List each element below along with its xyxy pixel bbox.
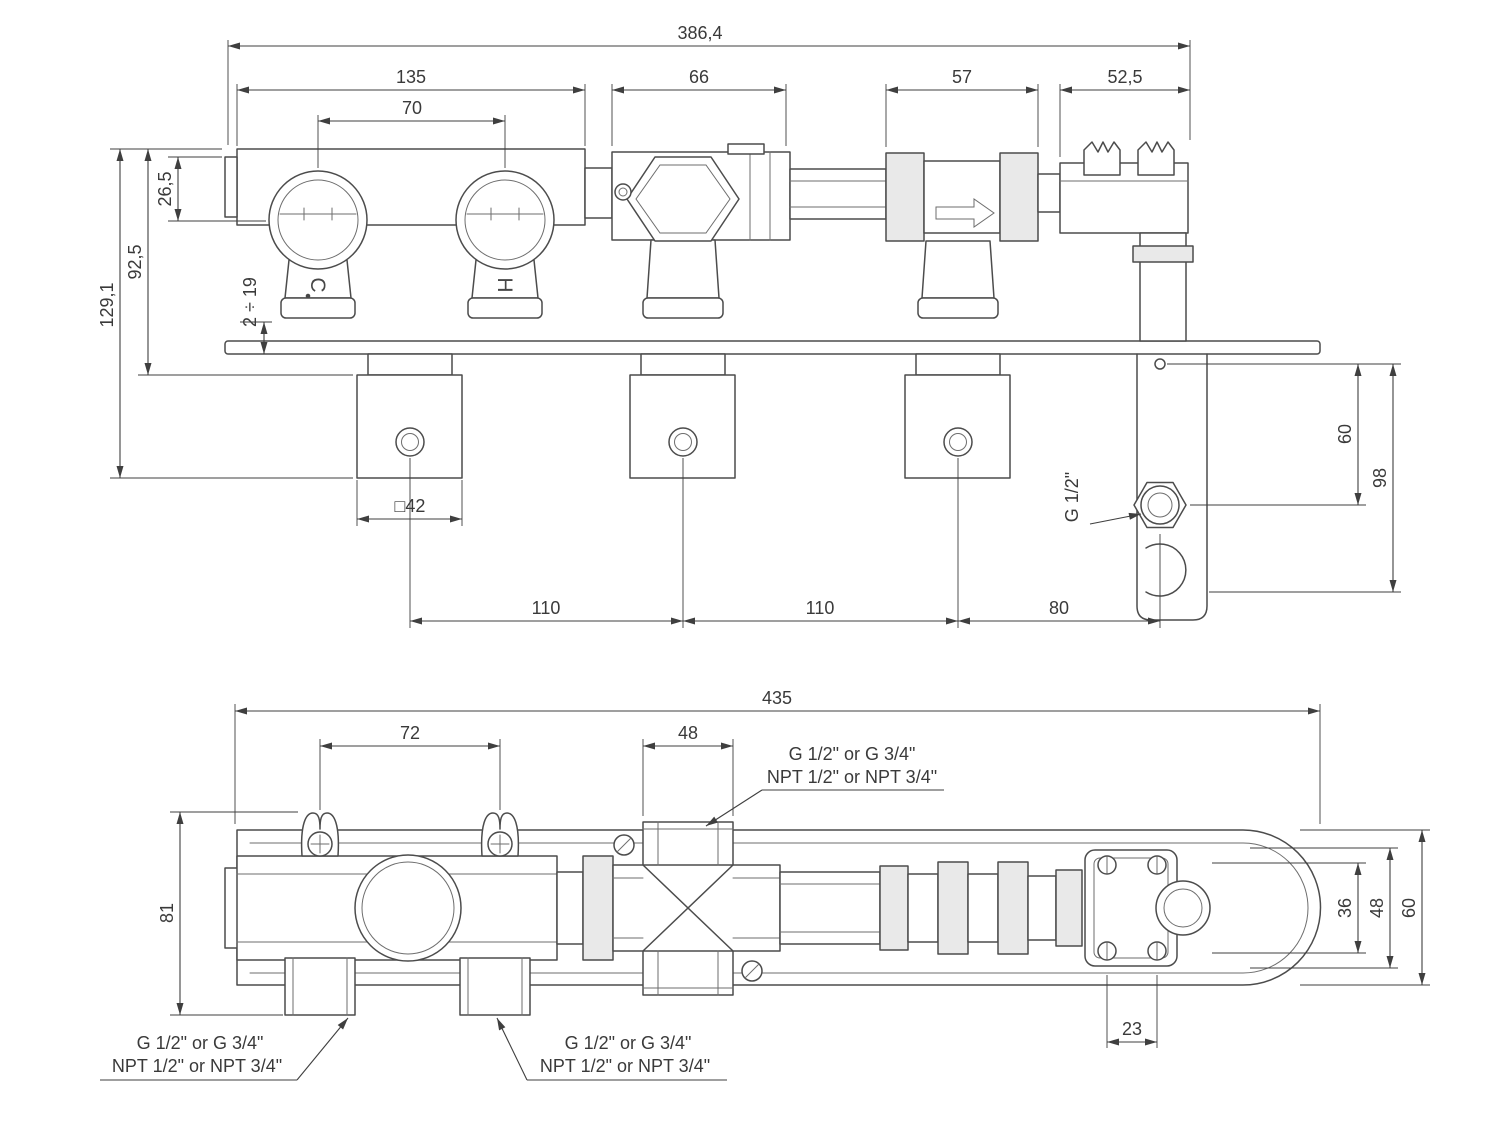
dim-label: 135 — [396, 67, 426, 87]
flush-box-2 — [629, 353, 736, 479]
dim-label: □42 — [395, 496, 426, 516]
thermostatic-cartridge — [584, 143, 791, 319]
dim-right-mid: 48 — [1367, 848, 1394, 968]
dim-screw-pitch: 72 — [320, 723, 500, 750]
thread-callout-inlet-1: G 1/2" or G 3/4" NPT 1/2" or NPT 3/4" — [100, 1017, 349, 1081]
hot-indicator-icon: H — [493, 277, 516, 292]
dim-label: 110 — [532, 598, 561, 618]
top-view-dimensions: 386,4 135 70 66 57 52,5 — [97, 23, 1401, 628]
dim-label: 48 — [1367, 898, 1387, 918]
dim-handle-spacing: 70 — [318, 98, 505, 125]
dim-body-height: 81 — [157, 812, 184, 1015]
dim-holder-drop: 98 — [1370, 364, 1397, 592]
connection-pipe — [789, 168, 887, 220]
flush-box-1 — [356, 353, 463, 479]
dim-right-outer: 60 — [1399, 830, 1426, 985]
dim-overall-width-front: 435 — [235, 688, 1320, 715]
flush-box-3 — [904, 353, 1011, 479]
inlet-port-2 — [459, 957, 531, 1016]
dim-port-width: 48 — [643, 723, 733, 750]
castellated-nut-1 — [1083, 141, 1121, 176]
diverter-cross — [556, 821, 781, 996]
bottom-view-dimensions: 435 72 48 81 36 48 — [100, 688, 1430, 1081]
dim-label: 60 — [1335, 424, 1355, 444]
thread-callout-diverter: G 1/2" or G 3/4" NPT 1/2" or NPT 3/4" — [705, 744, 944, 827]
handle-cold — [268, 170, 368, 270]
dim-label: 129,1 — [97, 282, 117, 327]
cold-indicator-icon: C — [306, 277, 329, 292]
dim-label: 2 ÷ 19 — [240, 277, 260, 327]
holder-hook — [1145, 543, 1187, 597]
mounting-clip — [300, 812, 340, 857]
dim-right-inner: 36 — [1335, 863, 1362, 953]
dim-pitch-2: 110 — [683, 598, 958, 625]
cartridge-face — [354, 854, 462, 962]
bottom-view: 435 72 48 81 36 48 — [100, 688, 1430, 1081]
dim-label: 60 — [1399, 898, 1419, 918]
dim-depth-mid: 92,5 — [125, 149, 152, 375]
mounting-plate — [224, 340, 1321, 355]
mixer-body: C H — [224, 148, 586, 319]
check-valve — [885, 152, 1061, 319]
outlet-fitting-hex — [1133, 481, 1187, 529]
dim-label: 386,4 — [677, 23, 722, 43]
dim-wall-range: 2 ÷ 19 — [240, 277, 268, 354]
dim-check-valve-width: 57 — [886, 67, 1038, 94]
thread-label-g: G 1/2" or G 3/4" — [565, 1033, 692, 1053]
dim-label: 52,5 — [1107, 67, 1142, 87]
dim-cartridge-width: 66 — [612, 67, 786, 94]
dim-label: 23 — [1122, 1019, 1142, 1039]
dim-elbow-width: 52,5 — [1060, 67, 1190, 94]
dim-pitch-3: 80 — [958, 598, 1160, 625]
dim-handle-axis: 26,5 — [155, 157, 182, 221]
label-outlet-thread: G 1/2" — [1062, 472, 1142, 525]
dim-pitch-1: 110 — [410, 598, 683, 625]
thread-callout-inlet-2: G 1/2" or G 3/4" NPT 1/2" or NPT 3/4" — [496, 1017, 727, 1081]
outlet-bracket — [1084, 849, 1211, 967]
valve-body-front — [224, 812, 558, 1016]
thread-label-g: G 1/2" or G 3/4" — [137, 1033, 264, 1053]
handle-hot — [455, 170, 555, 270]
dim-label: 48 — [678, 723, 698, 743]
dim-box-size: □42 — [357, 496, 462, 523]
thread-label-npt: NPT 1/2" or NPT 3/4" — [540, 1056, 710, 1076]
dim-label: 57 — [952, 67, 972, 87]
handshower-holder — [1133, 353, 1208, 621]
mounting-clip-2 — [480, 812, 520, 857]
thread-label: G 1/2" — [1062, 472, 1082, 522]
inlet-port-1 — [284, 957, 356, 1016]
dim-depth-total: 129,1 — [97, 149, 124, 478]
dim-label: 98 — [1370, 468, 1390, 488]
top-view: C H — [97, 23, 1401, 628]
dim-label: 72 — [400, 723, 420, 743]
dim-label: 92,5 — [125, 244, 145, 279]
cold-indicator-dot-icon — [305, 293, 311, 299]
flow-arrow-icon — [935, 198, 995, 228]
thread-label-npt: NPT 1/2" or NPT 3/4" — [767, 767, 937, 787]
dim-left-block: 135 — [237, 67, 585, 94]
dim-outlet-drop: 60 — [1335, 364, 1362, 505]
dim-label: 66 — [689, 67, 709, 87]
dim-label: 80 — [1049, 598, 1069, 618]
outlet-piping — [779, 861, 1083, 955]
outlet-elbow — [1059, 141, 1194, 342]
dim-overall-width: 386,4 — [228, 23, 1190, 50]
dim-label: 110 — [806, 598, 835, 618]
thread-label-g: G 1/2" or G 3/4" — [789, 744, 916, 764]
dim-label: 26,5 — [155, 171, 175, 206]
dim-bracket-pitch: 23 — [1107, 1019, 1157, 1046]
dim-label: 36 — [1335, 898, 1355, 918]
dim-label: 81 — [157, 903, 177, 923]
castellated-nut-2 — [1137, 141, 1175, 176]
thread-label-npt: NPT 1/2" or NPT 3/4" — [112, 1056, 282, 1076]
plate-hole — [1154, 358, 1166, 370]
dim-label: 435 — [762, 688, 792, 708]
dim-label: 70 — [402, 98, 422, 118]
